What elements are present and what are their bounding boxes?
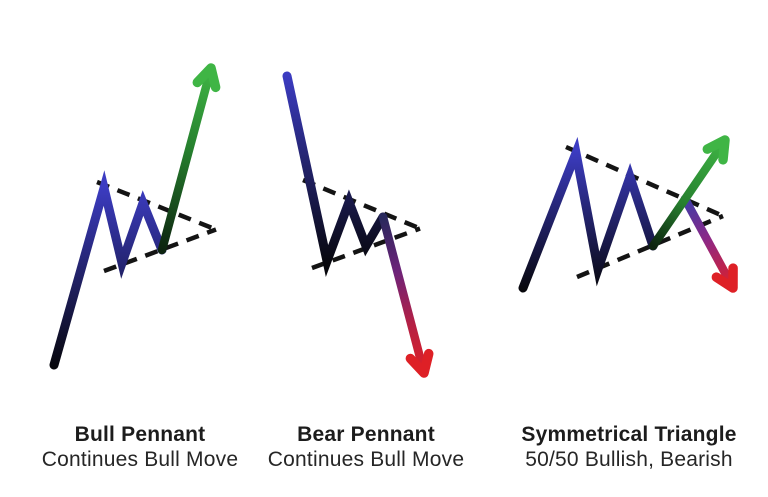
bear-pennant-caption: Bear Pennant Continues Bull Move — [246, 422, 486, 472]
bearish-option-arrow-shaft — [680, 194, 735, 287]
bullish-option-arrow-shaft — [648, 140, 727, 251]
pattern-subtitle: Continues Bull Move — [41, 448, 239, 471]
pattern-title: Bear Pennant — [297, 423, 435, 446]
triangle-upper-trendline-dashed — [565, 144, 724, 219]
bull-pennant-caption: Bull Pennant Continues Bull Move — [20, 422, 260, 472]
breakdown-arrow-shaft — [378, 212, 427, 370]
pattern-subtitle: Continues Bull Move — [267, 448, 465, 471]
bear-pennant-diagram — [282, 71, 434, 378]
pattern-title: Symmetrical Triangle — [521, 423, 737, 446]
symmetrical-triangle-diagram — [518, 135, 738, 293]
price-zigzag — [49, 170, 167, 370]
price-zigzag — [282, 71, 388, 277]
pattern-subtitle: 50/50 Bullish, Bearish — [525, 448, 733, 471]
breakdown-arrow-head-icon — [405, 348, 434, 378]
pennant-lower-trendline-dashed — [103, 227, 217, 274]
pennant-lower-trendline-dashed — [311, 226, 421, 271]
bullish-option-arrow-head-icon — [702, 135, 730, 165]
pattern-title: Bull Pennant — [74, 423, 206, 446]
breakout-up-arrow-head-icon — [192, 63, 221, 93]
bearish-option-arrow-head-icon — [711, 263, 738, 293]
price-zigzag — [518, 136, 658, 293]
bull-pennant-diagram — [49, 63, 221, 370]
symmetrical-triangle-caption: Symmetrical Triangle 50/50 Bullish, Bear… — [509, 422, 749, 472]
breakout-up-arrow-shaft — [157, 71, 214, 255]
